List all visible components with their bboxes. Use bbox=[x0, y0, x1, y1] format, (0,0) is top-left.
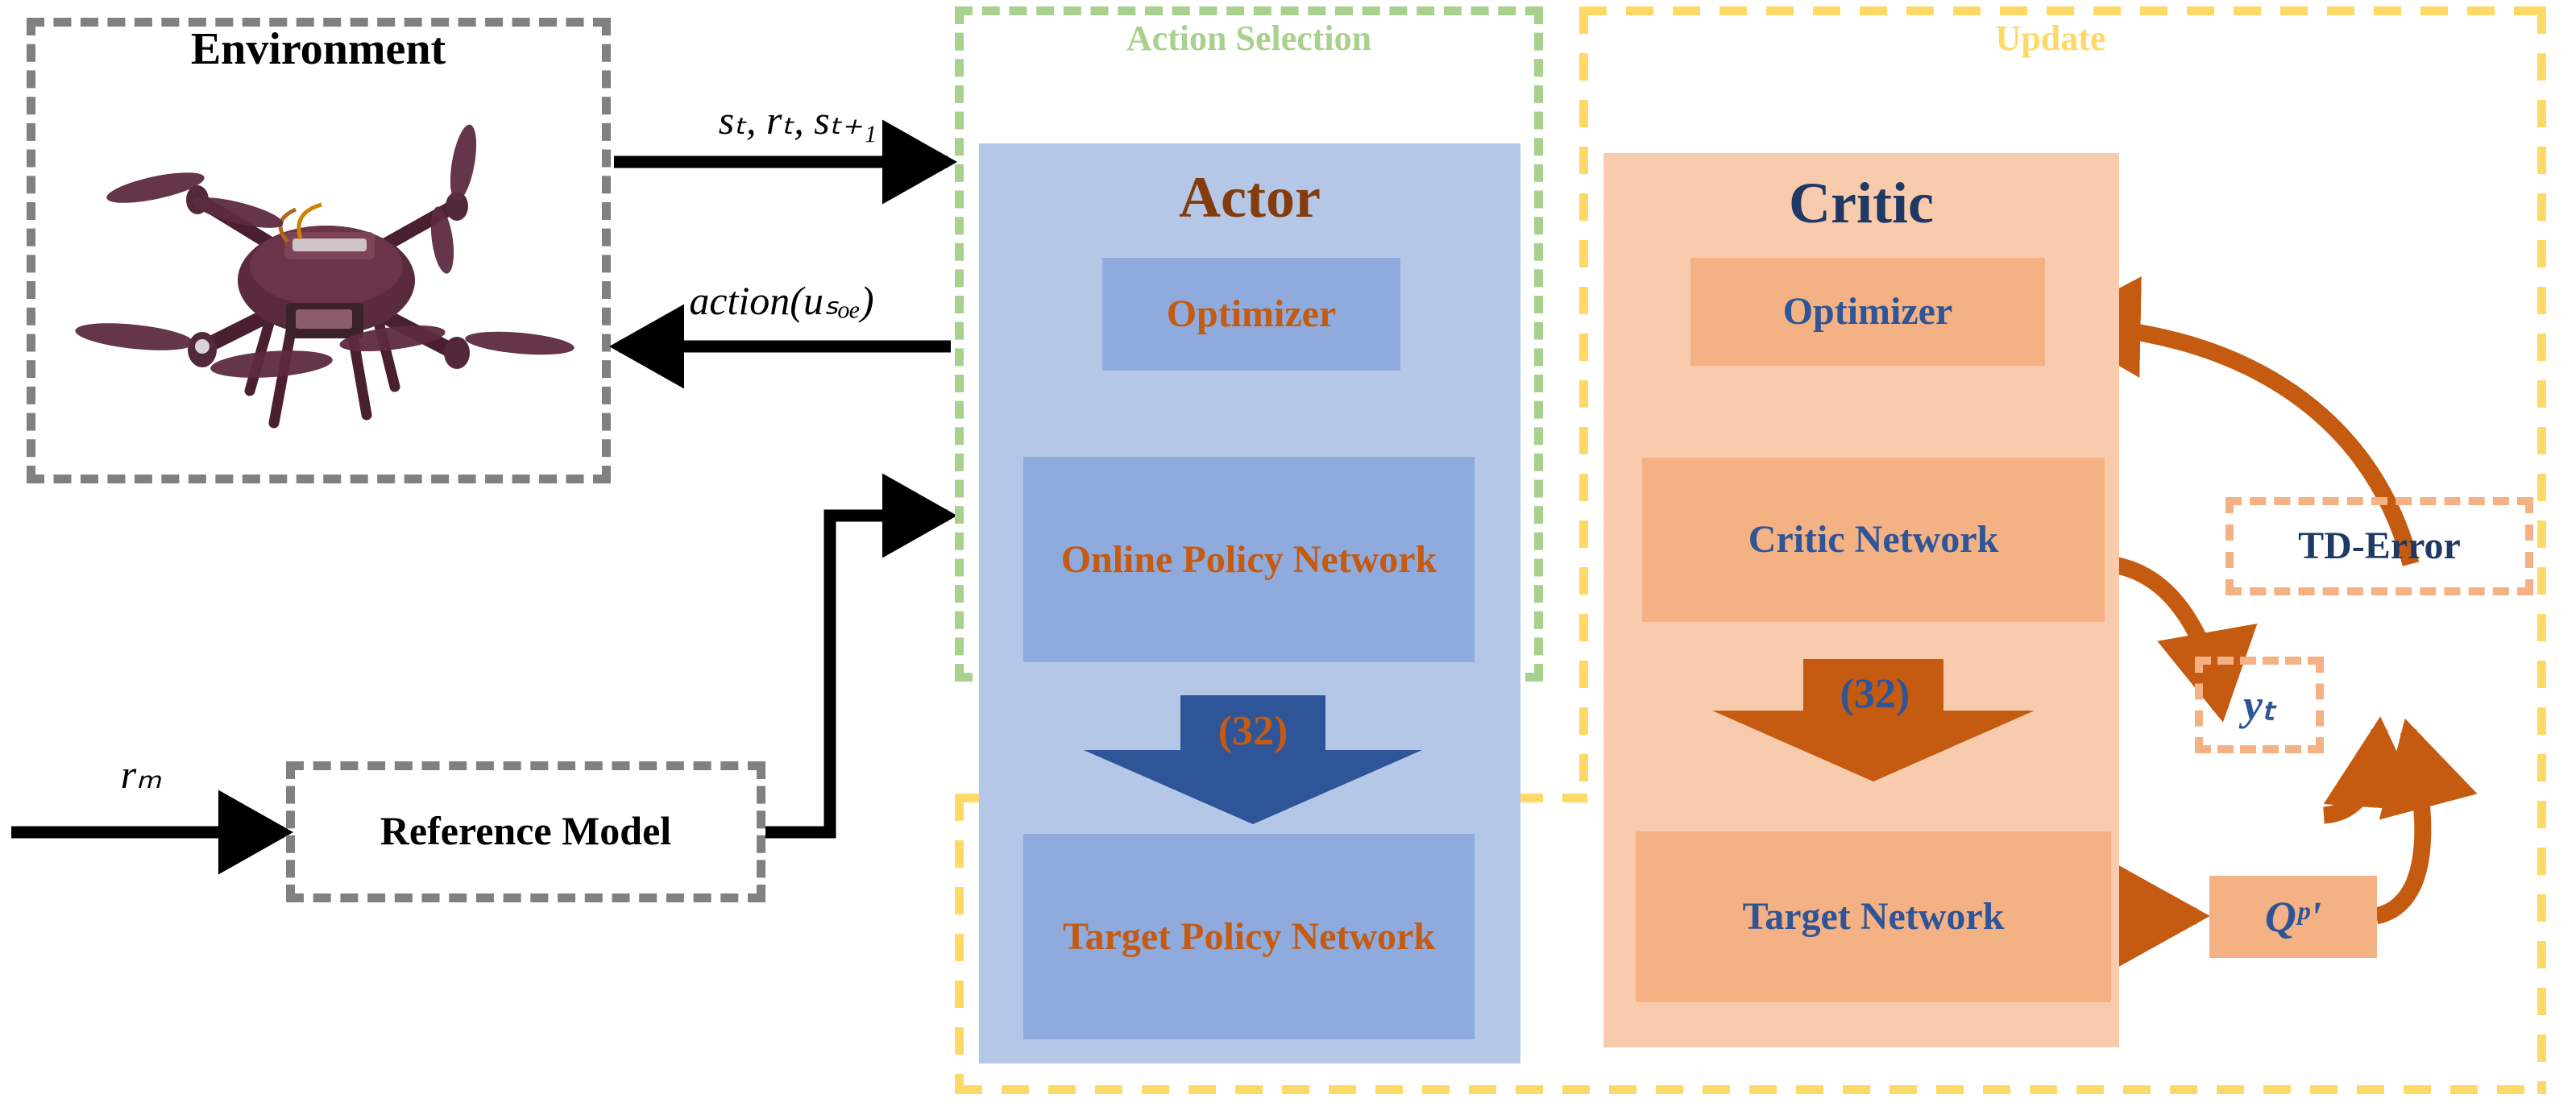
drone-image bbox=[75, 105, 575, 459]
update-container-top-edge bbox=[1579, 6, 2546, 15]
environment-title: Environment bbox=[190, 23, 446, 74]
actor-target-policy-network-box[interactable]: Target Policy Network bbox=[1023, 834, 1475, 1039]
actor-title: Actor bbox=[1179, 164, 1321, 230]
update-container-right-edge bbox=[2537, 6, 2546, 1094]
actor-batch-label: (32) bbox=[1217, 707, 1288, 754]
actor-online-policy-network-box[interactable]: Online Policy Network bbox=[1023, 457, 1475, 662]
critic-optimizer-box[interactable]: Optimizer bbox=[1690, 258, 2045, 366]
critic-batch-label: (32) bbox=[1840, 670, 1910, 717]
arrow-reference-to-policy bbox=[765, 473, 957, 839]
update-container-bottom-edge bbox=[955, 1085, 2546, 1094]
yt-box[interactable]: yₜ bbox=[2195, 657, 2324, 753]
actor-optimizer-box[interactable]: Optimizer bbox=[1102, 258, 1400, 371]
label-action: action(uₛₒₑ) bbox=[689, 278, 874, 323]
critic-target-network-box[interactable]: Target Network bbox=[1636, 831, 2111, 1002]
arrow-q-to-td-error bbox=[2374, 718, 2478, 925]
label-state-reward: sₜ, rₜ, sₜ₊₁ bbox=[718, 97, 877, 143]
q-pi-box[interactable]: Qᵖʹ bbox=[2209, 876, 2377, 958]
td-error-box[interactable]: TD-Error bbox=[2225, 497, 2533, 595]
reference-model-title: Reference Model bbox=[380, 808, 672, 853]
arrow-yt-to-td-error bbox=[2322, 716, 2425, 824]
update-container-step-riser bbox=[1579, 6, 1588, 800]
update-container-left-edge bbox=[955, 794, 964, 1092]
reference-model-container bbox=[286, 761, 765, 902]
environment-container bbox=[27, 18, 611, 483]
update-title: Update bbox=[1995, 19, 2106, 59]
label-rm: rₘ bbox=[120, 752, 162, 797]
critic-title: Critic bbox=[1789, 170, 1934, 235]
action-selection-title: Action Selection bbox=[1126, 19, 1372, 59]
critic-network-box[interactable]: Critic Network bbox=[1642, 458, 2105, 622]
